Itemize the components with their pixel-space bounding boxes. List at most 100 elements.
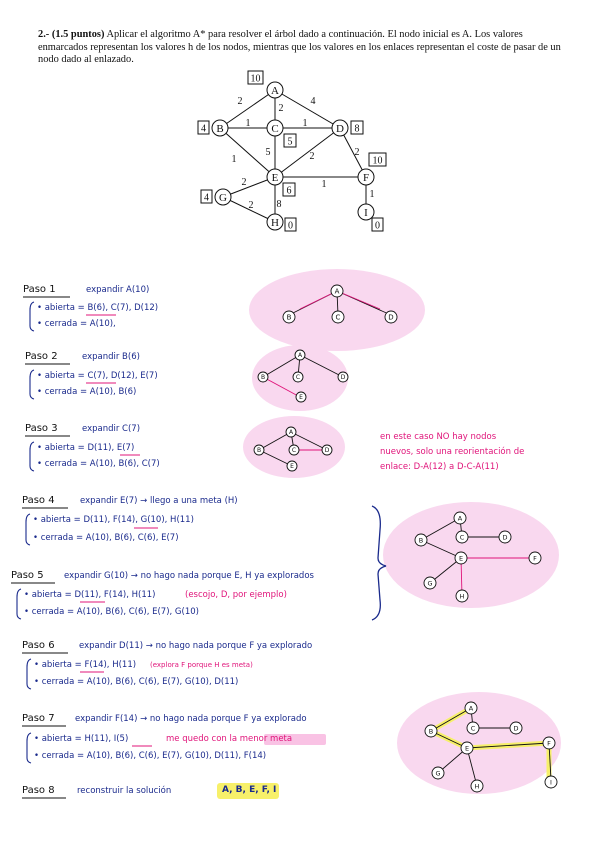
svg-text:B: B xyxy=(261,374,265,381)
step1-node-labels: A B C D xyxy=(287,288,394,322)
step-abierta: • abierta = D(11), E(7) xyxy=(37,443,135,453)
svg-text:C: C xyxy=(460,534,465,542)
step1-tree xyxy=(288,290,392,316)
svg-text:D: D xyxy=(388,314,393,322)
bracket-steps-4-5 xyxy=(371,505,387,621)
problem-number: 2.- xyxy=(38,29,50,40)
step-cerrada: • cerrada = A(10), B(6) xyxy=(37,387,137,397)
edge-cost: 1 xyxy=(246,118,251,129)
graph-h-boxes xyxy=(197,70,387,232)
step-cerrada: • cerrada = A(10), B(6), C(6), E(7) xyxy=(33,533,179,543)
svg-text:E: E xyxy=(465,745,469,753)
node-label: I xyxy=(364,207,368,219)
edge-cost: 4 xyxy=(311,96,316,107)
step-action: reconstruir la solución xyxy=(77,786,172,796)
graph-node-labels: A B C D E F G H I xyxy=(216,85,369,229)
h-value: 0 xyxy=(288,221,293,232)
svg-text:C: C xyxy=(292,447,296,454)
edge-cost: 2 xyxy=(238,96,243,107)
node-label: A xyxy=(271,85,279,97)
step7-nodes xyxy=(424,701,558,793)
step-abierta: • abierta = D(11), F(14), H(11) xyxy=(24,590,156,600)
solution-highlight xyxy=(217,783,279,799)
step-abierta-note: me quedo con la menor meta xyxy=(166,734,293,744)
graph-nodes xyxy=(211,81,375,231)
h-value: 10 xyxy=(251,74,261,85)
step-cerrada: • cerrada = A(10), B(6), C(6), E(7), G(1… xyxy=(24,607,199,617)
graph-h-values: 10 4 5 8 6 10 4 0 0 xyxy=(201,74,383,232)
edge-cost: 2 xyxy=(249,200,254,211)
step-title: Paso 6 xyxy=(22,640,55,651)
step-cerrada: • cerrada = A(10), xyxy=(37,319,116,329)
svg-text:A: A xyxy=(298,352,303,359)
svg-text:A: A xyxy=(469,705,474,713)
step-action: expandir B(6) xyxy=(82,352,140,362)
svg-text:F: F xyxy=(547,740,551,748)
problem-text: Aplicar el algoritmo A* para resolver el… xyxy=(38,29,561,66)
svg-text:B: B xyxy=(257,447,261,454)
step-cerrada: • cerrada = A(10), B(6), C(6), E(7), G(1… xyxy=(34,751,267,761)
step-abierta: • abierta = B(6), C(7), D(12) xyxy=(37,303,159,313)
problem-points: (1.5 puntos) xyxy=(51,29,105,40)
node-label: C xyxy=(271,123,278,135)
svg-text:B: B xyxy=(287,314,292,322)
solution-path: A, B, E, F, I xyxy=(222,785,277,795)
menor-meta-highlight xyxy=(264,734,326,745)
step1-nodes xyxy=(282,284,398,324)
svg-text:D: D xyxy=(325,447,330,454)
edge-cost: 2 xyxy=(242,177,247,188)
h-value: 10 xyxy=(373,156,383,167)
step-abierta-note: (escojo, D, por ejemplo) xyxy=(185,590,287,600)
step2-nodes xyxy=(257,349,349,403)
step45-nodes xyxy=(414,511,542,603)
svg-text:A: A xyxy=(289,429,294,436)
side-note-line: en este caso NO hay nodos xyxy=(380,432,497,442)
svg-text:B: B xyxy=(419,537,423,545)
svg-text:I: I xyxy=(550,779,552,787)
edge-cost: 8 xyxy=(277,199,282,210)
svg-text:H: H xyxy=(475,783,480,791)
h-value: 5 xyxy=(288,137,293,148)
side-note-line: enlace: D-A(12) a D-C-A(11) xyxy=(380,462,499,472)
step3-node-labels: A B C D E xyxy=(257,429,330,470)
graph-edge-costs: 2 2 4 1 1 1 5 2 2 1 2 8 2 1 xyxy=(232,96,375,211)
svg-text:C: C xyxy=(336,314,341,322)
step-title: Paso 7 xyxy=(22,713,55,724)
svg-text:G: G xyxy=(427,580,432,588)
svg-text:E: E xyxy=(459,555,463,563)
edge-cost: 1 xyxy=(322,179,327,190)
side-note-line: nuevos, solo una reorientación de xyxy=(380,447,525,457)
step-abierta: • abierta = C(7), D(12), E(7) xyxy=(37,371,158,381)
step-title: Paso 5 xyxy=(11,570,44,581)
svg-text:C: C xyxy=(471,725,476,733)
h-value: 4 xyxy=(201,124,206,135)
svg-text:E: E xyxy=(290,463,294,470)
step-action: expandir G(10) → no hago nada porque E, … xyxy=(64,571,314,581)
step-title: Paso 2 xyxy=(25,351,58,362)
svg-text:A: A xyxy=(335,288,340,296)
node-label: F xyxy=(363,172,369,184)
node-label: B xyxy=(216,123,223,135)
step-title: Paso 1 xyxy=(23,284,56,295)
step-title: Paso 8 xyxy=(22,785,55,796)
step3-nodes xyxy=(253,426,333,472)
edge-cost: 1 xyxy=(303,118,308,129)
step-cerrada: • cerrada = A(10), B(6), C(7) xyxy=(37,459,160,469)
node-label: D xyxy=(336,123,344,135)
h-value: 8 xyxy=(355,124,360,135)
step-abierta: • abierta = D(11), F(14), G(10), H(11) xyxy=(33,515,194,525)
problem-statement: 2.- (1.5 puntos) Aplicar el algoritmo A*… xyxy=(38,29,563,67)
svg-text:A: A xyxy=(458,515,463,523)
node-label: H xyxy=(271,217,279,229)
step-action: expandir C(7) xyxy=(82,424,141,434)
step-title: Paso 4 xyxy=(22,495,55,506)
edge-cost: 2 xyxy=(355,147,360,158)
edge-cost: 2 xyxy=(279,103,284,114)
step-title: Paso 3 xyxy=(25,423,58,434)
svg-text:E: E xyxy=(299,394,303,401)
